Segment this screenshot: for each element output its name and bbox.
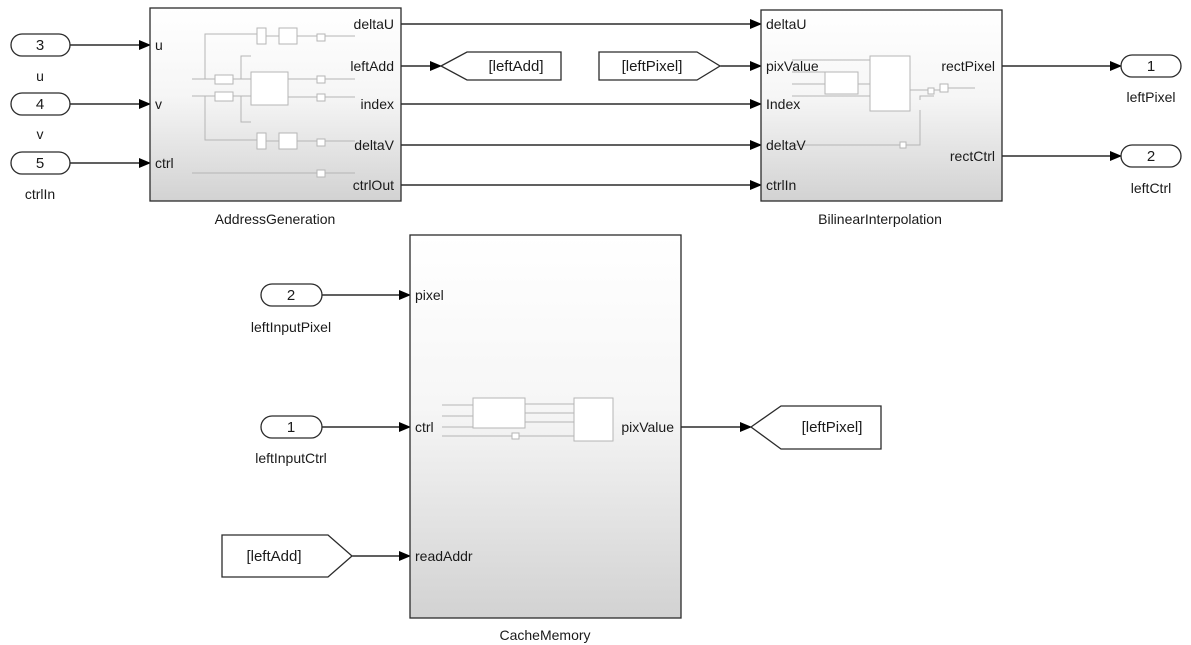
outport-label: leftPixel <box>1126 89 1175 105</box>
from-tag-label: [leftAdd] <box>246 548 301 565</box>
port-rectCtrl: rectCtrl <box>950 148 995 164</box>
outport-number: 1 <box>1147 58 1155 75</box>
port-deltaV-in: deltaV <box>766 137 806 153</box>
outport-number: 2 <box>1147 148 1155 165</box>
goto-tag-label: [leftAdd] <box>488 58 543 75</box>
from-leftAdd[interactable]: [leftAdd] <box>221 534 353 578</box>
port-ctrlOut: ctrlOut <box>353 177 394 193</box>
port-rectPixel: rectPixel <box>941 58 995 74</box>
inport-number: 2 <box>287 287 295 304</box>
outport-label: leftCtrl <box>1131 180 1171 196</box>
inport-label: leftInputCtrl <box>255 450 327 466</box>
block-cache-memory[interactable]: pixel ctrl readAddr pixValue CacheMemory <box>409 234 682 643</box>
goto-leftPixel[interactable]: [leftPixel] <box>749 405 882 450</box>
inport-v[interactable]: 4 v <box>10 92 71 142</box>
port-pixel: pixel <box>415 287 444 303</box>
port-pixValue-in: pixValue <box>766 58 819 74</box>
inport-ctrlIn[interactable]: 5 ctrlIn <box>10 151 71 202</box>
port-ctrlIn: ctrlIn <box>766 177 796 193</box>
inport-number: 4 <box>36 96 44 113</box>
inport-number: 1 <box>287 419 295 436</box>
inport-number: 3 <box>36 37 44 54</box>
bilinear-interpolation-internal-diagram <box>792 55 975 149</box>
port-ctrl: ctrl <box>155 155 174 171</box>
block-name-bilinear-interpolation: BilinearInterpolation <box>818 211 942 227</box>
outport-leftPixel[interactable]: 1 leftPixel <box>1120 54 1182 105</box>
port-index: index <box>361 96 394 112</box>
block-bilinear-interpolation[interactable]: deltaU pixValue Index deltaV ctrlIn rect… <box>760 9 1003 227</box>
from-tag-label: [leftPixel] <box>622 58 683 75</box>
port-deltaU: deltaU <box>354 16 394 32</box>
port-pixValue-out: pixValue <box>621 419 674 435</box>
port-u: u <box>155 37 163 53</box>
wires <box>70 19 1122 561</box>
port-readAddr: readAddr <box>415 548 473 564</box>
goto-leftAdd[interactable]: [leftAdd] <box>439 51 562 81</box>
port-deltaV: deltaV <box>354 137 394 153</box>
port-v: v <box>155 96 162 112</box>
block-name-address-generation: AddressGeneration <box>215 211 336 227</box>
inport-label: v <box>37 126 44 142</box>
port-deltaU-in: deltaU <box>766 16 806 32</box>
inport-label: leftInputPixel <box>251 319 331 335</box>
inport-leftInputCtrl[interactable]: 1 leftInputCtrl <box>255 415 327 466</box>
port-Index-in: Index <box>766 96 800 112</box>
block-address-generation[interactable]: u v ctrl deltaU leftAdd index deltaV ctr… <box>149 7 402 227</box>
from-leftPixel[interactable]: [leftPixel] <box>598 51 722 81</box>
cache-memory-internal-diagram <box>442 397 614 442</box>
inport-label: u <box>36 68 44 84</box>
port-ctrl-cache: ctrl <box>415 419 434 435</box>
inport-u[interactable]: 3 u <box>10 33 71 84</box>
port-leftAdd: leftAdd <box>350 58 394 74</box>
inport-label: ctrlIn <box>25 186 55 202</box>
outport-leftCtrl[interactable]: 2 leftCtrl <box>1120 144 1182 196</box>
block-name-cache-memory: CacheMemory <box>499 627 590 643</box>
inport-number: 5 <box>36 155 44 172</box>
goto-tag-label: [leftPixel] <box>802 419 863 436</box>
address-generation-internal-diagram <box>192 27 355 178</box>
inport-leftInputPixel[interactable]: 2 leftInputPixel <box>251 283 331 335</box>
